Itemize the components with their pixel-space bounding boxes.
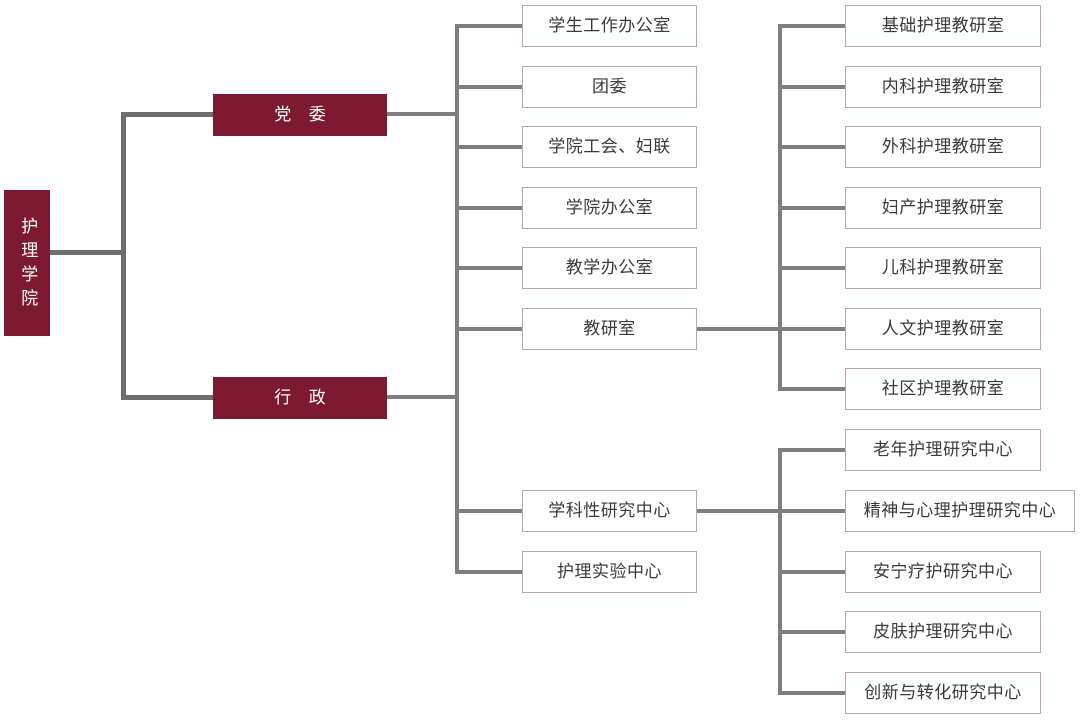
connector-party-stem: [387, 112, 458, 116]
node-geriatric-nursing-research-center[interactable]: 老年护理研究中心: [845, 429, 1041, 471]
connector-teaching-child-6: [778, 327, 846, 331]
connector-party-child-2: [455, 85, 523, 89]
connector-research-stem: [697, 509, 782, 513]
connector-teaching-child-4: [778, 206, 846, 210]
connector-party-child-1: [455, 24, 523, 28]
node-root-nursing-college[interactable]: 护理学院: [4, 190, 50, 336]
node-obstetrics-nursing-office[interactable]: 妇产护理教研室: [845, 187, 1041, 229]
node-teaching-research-section[interactable]: 教研室: [522, 308, 697, 350]
node-internal-medicine-nursing-office[interactable]: 内科护理教研室: [845, 66, 1041, 108]
connector-root-horizontal: [50, 250, 125, 255]
node-administration[interactable]: 行 政: [213, 377, 387, 419]
node-student-affairs-office[interactable]: 学生工作办公室: [522, 5, 697, 47]
connector-admin-child-4: [455, 570, 523, 574]
node-disciplinary-research-center[interactable]: 学科性研究中心: [522, 490, 697, 532]
connector-research-child-5: [778, 691, 846, 695]
connector-research-child-1: [778, 448, 846, 452]
node-college-office[interactable]: 学院办公室: [522, 187, 697, 229]
connector-trunk-to-admin: [121, 395, 213, 400]
node-nursing-experiment-center[interactable]: 护理实验中心: [522, 551, 697, 593]
node-skin-nursing-research-center[interactable]: 皮肤护理研究中心: [845, 611, 1041, 653]
connector-research-child-2: [778, 509, 846, 513]
connector-admin-vertical: [455, 206, 459, 571]
node-college-union-womens-federation[interactable]: 学院工会、妇联: [522, 126, 697, 168]
connector-teaching-child-7: [778, 387, 846, 391]
node-party-committee[interactable]: 党 委: [213, 94, 387, 136]
connector-research-child-4: [778, 630, 846, 634]
node-youth-league-committee[interactable]: 团委: [522, 66, 697, 108]
connector-trunk-to-party: [121, 112, 213, 117]
connector-teaching-child-3: [778, 145, 846, 149]
connector-party-child-4: [455, 206, 523, 210]
node-pediatric-nursing-office[interactable]: 儿科护理教研室: [845, 247, 1041, 289]
connector-admin-child-3: [455, 509, 523, 513]
node-surgical-nursing-office[interactable]: 外科护理教研室: [845, 126, 1041, 168]
connector-research-vertical: [778, 448, 782, 691]
node-fundamental-nursing-office[interactable]: 基础护理教研室: [845, 5, 1041, 47]
node-hospice-care-research-center[interactable]: 安宁疗护研究中心: [845, 551, 1041, 593]
connector-admin-child-2: [455, 327, 523, 331]
connector-research-child-3: [778, 570, 846, 574]
connector-admin-child-1: [455, 266, 523, 270]
connector-party-child-3: [455, 145, 523, 149]
connector-teaching-stem: [697, 327, 782, 331]
node-community-nursing-office[interactable]: 社区护理教研室: [845, 368, 1041, 410]
node-teaching-affairs-office[interactable]: 教学办公室: [522, 247, 697, 289]
connector-teaching-child-5: [778, 266, 846, 270]
connector-trunk-vertical: [121, 112, 126, 400]
node-mental-psychological-nursing-research-center[interactable]: 精神与心理护理研究中心: [845, 490, 1075, 532]
connector-admin-stem: [387, 395, 458, 399]
connector-party-vertical: [455, 24, 459, 210]
connector-teaching-child-1: [778, 24, 846, 28]
connector-teaching-child-2: [778, 85, 846, 89]
node-innovation-translation-research-center[interactable]: 创新与转化研究中心: [845, 672, 1041, 714]
node-humanistic-nursing-office[interactable]: 人文护理教研室: [845, 308, 1041, 350]
